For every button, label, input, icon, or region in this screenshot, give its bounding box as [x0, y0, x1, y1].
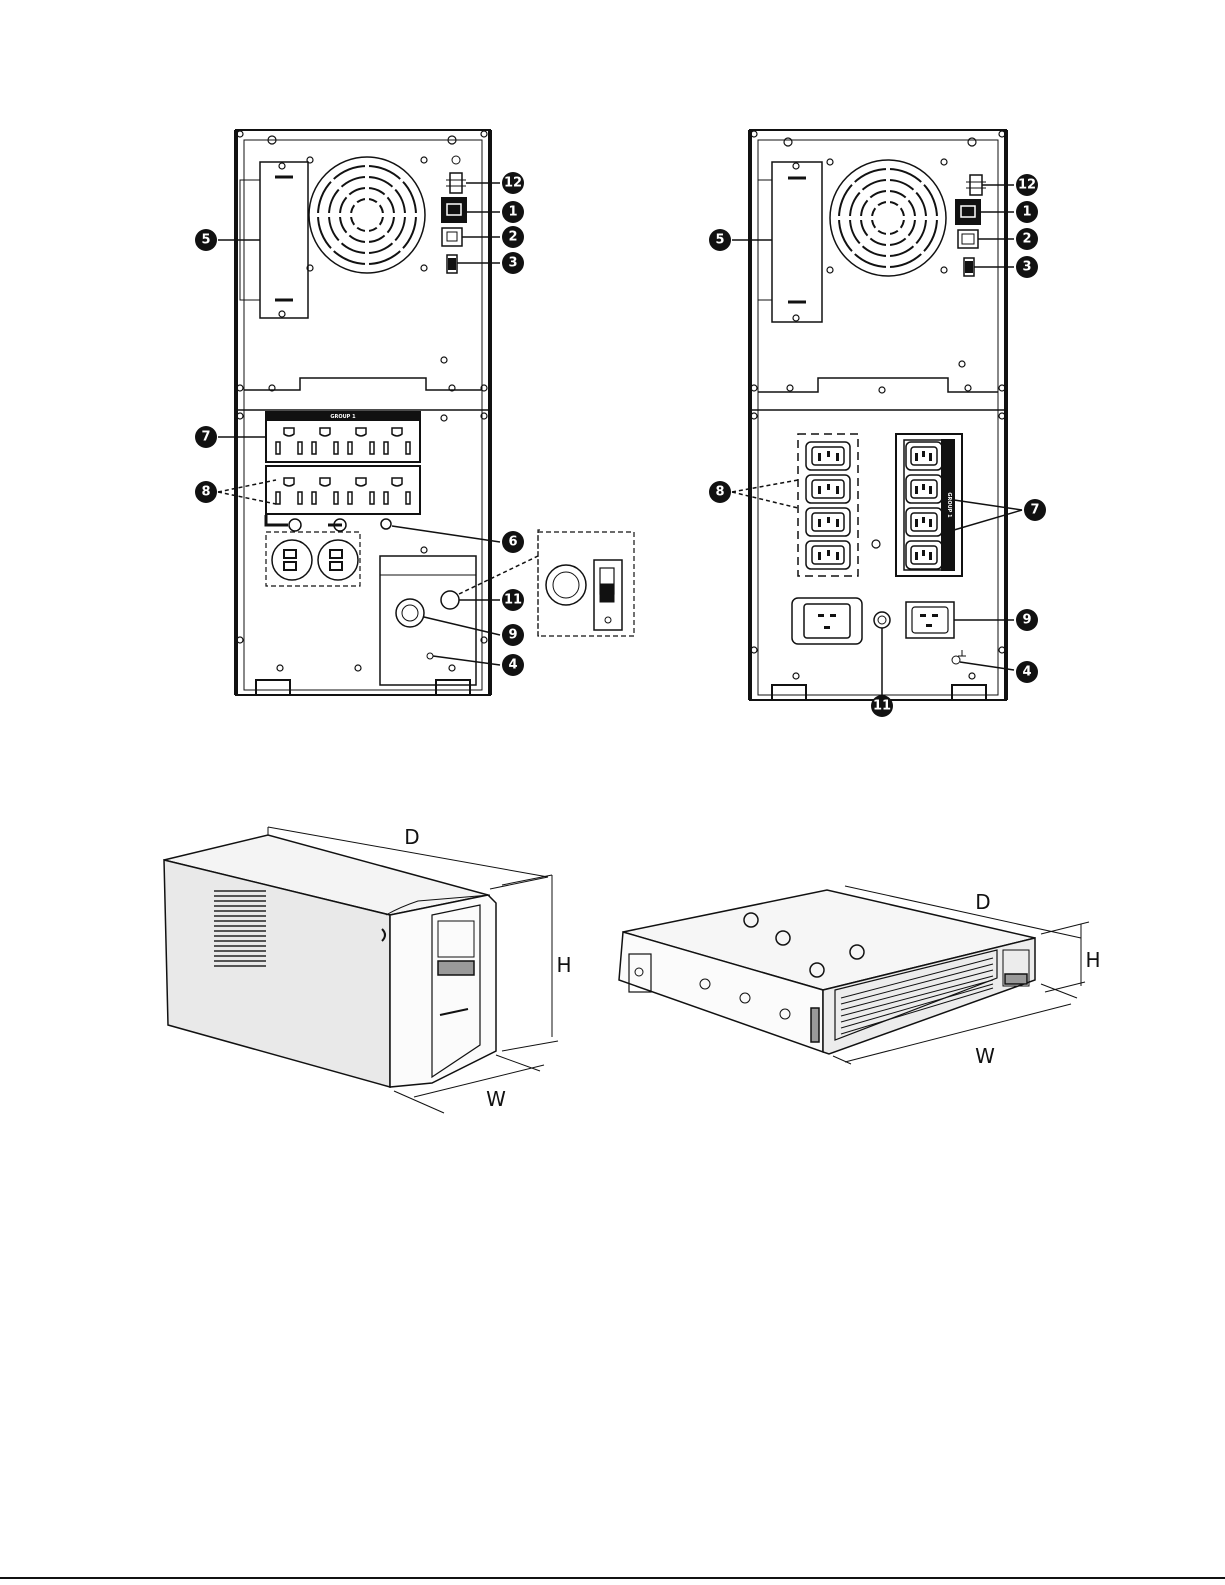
svg-text:2: 2 [1022, 232, 1031, 247]
callout-1: 1 [1016, 201, 1038, 223]
callout-5: 5 [709, 229, 731, 251]
callout-1: 1 [502, 201, 524, 223]
width-label: W [975, 1044, 995, 1068]
callout-9: 9 [1016, 609, 1038, 631]
callout-9: 9 [502, 624, 524, 646]
callout-3: 3 [1016, 256, 1038, 278]
svg-text:8: 8 [201, 485, 210, 500]
svg-text:4: 4 [1022, 665, 1031, 680]
callout-8: 8 [195, 481, 217, 503]
callout-5: 5 [195, 229, 217, 251]
svg-text:4: 4 [508, 658, 517, 673]
callout-12: 12 [1016, 174, 1038, 196]
svg-text:3: 3 [1022, 260, 1031, 275]
outlet-group-label: GROUP 1 [946, 492, 952, 518]
depth-label: D [404, 825, 419, 849]
height-label: H [1085, 948, 1100, 972]
callout-7: 7 [195, 426, 217, 448]
svg-text:9: 9 [1022, 613, 1031, 628]
tower-rear-panel-120v: 5 12 1 2 3 7 8 6 11 9 4 GROUP 1 [180, 120, 540, 710]
callout-2: 2 [502, 226, 524, 248]
svg-text:8: 8 [715, 485, 724, 500]
svg-text:3: 3 [508, 256, 517, 271]
svg-text:12: 12 [504, 176, 522, 191]
callout-2: 2 [1016, 228, 1038, 250]
depth-label: D [975, 890, 990, 914]
callout-4: 4 [502, 654, 524, 676]
svg-text:1: 1 [508, 205, 517, 220]
svg-text:5: 5 [201, 233, 210, 248]
page-bottom-rule [0, 1577, 1225, 1579]
svg-text:12: 12 [1018, 178, 1036, 193]
height-label: H [556, 953, 571, 977]
svg-text:9: 9 [508, 628, 517, 643]
callout-8: 8 [709, 481, 731, 503]
svg-text:5: 5 [715, 233, 724, 248]
callout-3: 3 [502, 252, 524, 274]
width-label: W [486, 1087, 506, 1111]
svg-text:2: 2 [508, 230, 517, 245]
tower-rear-panel-230v: 5 12 1 2 3 8 7 9 4 11 GROUP 1 [700, 120, 1060, 720]
svg-text:1: 1 [1022, 205, 1031, 220]
svg-text:7: 7 [1030, 503, 1039, 518]
callout-6: 6 [502, 531, 524, 553]
callout-12: 12 [502, 172, 524, 194]
svg-text:6: 6 [508, 535, 517, 550]
outlet-group-label: GROUP 1 [330, 414, 356, 420]
callout-7: 7 [1024, 499, 1046, 521]
callout-11: 11 [502, 589, 524, 611]
tower-unit-dimensions: D H W [150, 815, 600, 1115]
svg-text:7: 7 [201, 430, 210, 445]
breaker-detail-inset [536, 530, 636, 638]
svg-text:11: 11 [504, 593, 522, 608]
svg-text:11: 11 [873, 699, 891, 714]
rack-unit-dimensions: D H W [605, 880, 1115, 1080]
callout-4: 4 [1016, 661, 1038, 683]
callout-11: 11 [871, 695, 893, 717]
